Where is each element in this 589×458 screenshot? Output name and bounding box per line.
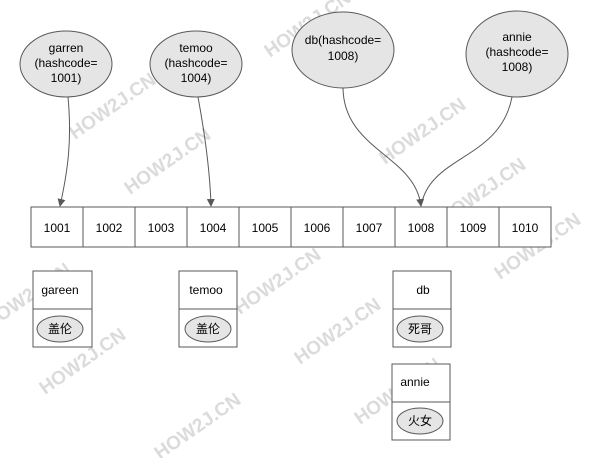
hash-array: 1001 1002 1003 1004 1005 1006 1007 1008 … [30,206,552,248]
watermark-text: HOW2J.CN [376,94,470,169]
slot-label: 1005 [252,221,279,235]
entry-db: db 死哥 [392,270,452,348]
callout-temoo: temoo (hashcode= 1004) [149,30,243,98]
callout-line: garren [49,41,84,55]
entry-value: 死哥 [408,322,432,336]
slot-label: 1007 [356,221,383,235]
callout-garren: garren (hashcode= 1001) [19,30,113,98]
callout-line: 1008) [502,60,533,74]
callout-db: db(hashcode= 1008) [291,11,395,89]
array-slot: 1005 [238,206,292,248]
slot-label: 1002 [96,221,123,235]
entry-key: db [416,283,430,297]
callout-line: db(hashcode= [305,33,381,47]
array-slot: 1002 [82,206,136,248]
callout-line: temoo [179,41,213,55]
entry-gareen: gareen 盖伦 [32,270,93,348]
slot-label: 1009 [460,221,487,235]
watermark-text: HOW2J.CN [121,124,215,199]
arrows [57,86,513,207]
callout-line: (hashcode= [34,56,97,70]
arrow-garren [57,96,71,207]
slot-label: 1006 [304,221,331,235]
entry-key: gareen [41,283,78,297]
watermark-text: HOW2J.CN [151,389,245,458]
entry-key: annie [400,375,430,389]
callout-line: (hashcode= [164,56,227,70]
callout-line: (hashcode= [485,45,548,59]
array-slot: 1004 [186,206,240,248]
array-slot: 1007 [342,206,396,248]
entry-key: temoo [189,283,223,297]
watermark-text: HOW2J.CN [291,294,385,369]
slot-label: 1008 [408,221,435,235]
slot-label: 1003 [148,221,175,235]
callout-line: 1001) [51,71,82,85]
slot-label: 1004 [200,221,227,235]
array-slot: 1008 [394,206,448,248]
entry-value: 火女 [408,413,432,428]
array-slot: 1010 [498,206,552,248]
slot-label: 1010 [512,221,539,235]
entry-value: 盖伦 [48,321,72,336]
entry-temoo: temoo 盖伦 [178,270,238,348]
entry-annie: annie 火女 [391,363,451,441]
callout-annie: annie (hashcode= 1008) [465,10,569,98]
callout-line: annie [502,30,532,44]
array-slot: 1003 [134,206,188,248]
slot-label: 1001 [44,221,71,235]
watermark-text: HOW2J.CN [231,244,325,319]
array-slot: 1006 [290,206,344,248]
arrow-annie [420,96,513,207]
callout-line: 1004) [181,71,212,85]
arrow-db [342,86,425,207]
callout-line: 1008) [328,49,359,63]
entry-value: 盖伦 [196,321,220,336]
array-slot: 1009 [446,206,500,248]
arrow-temoo [197,96,215,207]
array-slot: 1001 [30,206,84,248]
